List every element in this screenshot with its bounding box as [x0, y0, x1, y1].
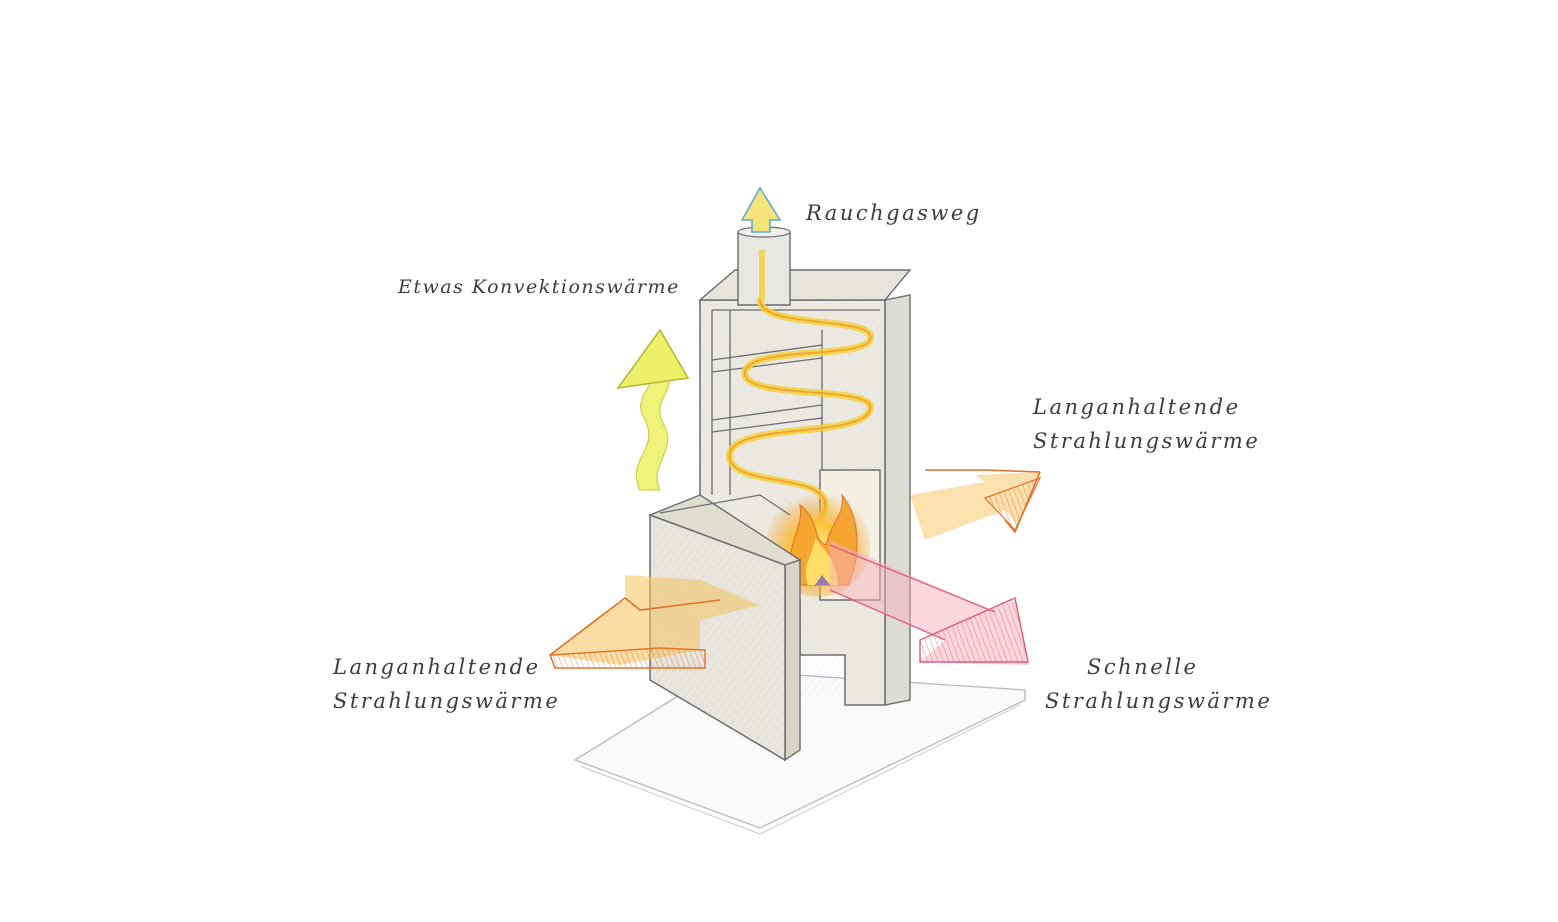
label-convection-text: Etwas Konvektionswärme	[398, 276, 680, 298]
front-stone-block	[648, 494, 802, 762]
label-radiant-left-line1: Langanhaltende	[333, 655, 541, 679]
flue-gas-path	[726, 250, 874, 524]
label-fast-radiant-line1: Schnelle	[1087, 655, 1199, 679]
label-radiant-right-line1: Langanhaltende	[1033, 395, 1241, 419]
flue-up-arrow	[740, 186, 782, 233]
label-fast-radiant: Schnelle Strahlungswärme	[1045, 650, 1272, 718]
label-radiant-left-line2: Strahlungswärme	[333, 689, 561, 713]
label-rauchgasweg-text: Rauchgasweg	[806, 201, 982, 225]
label-radiant-right: Langanhaltende Strahlungswärme	[1033, 390, 1260, 458]
label-radiant-right-line2: Strahlungswärme	[1033, 429, 1261, 453]
label-radiant-left: Langanhaltende Strahlungswärme	[333, 650, 560, 718]
radiant-heat-arrow	[910, 469, 1042, 540]
label-fast-radiant-line2: Strahlungswärme	[1045, 689, 1273, 713]
label-rauchgasweg: Rauchgasweg	[806, 196, 982, 230]
radiant-heat-arrow	[549, 575, 760, 669]
fast-radiant-arrow	[829, 540, 1029, 665]
label-convection: Etwas Konvektionswärme	[398, 270, 680, 304]
convection-arrow	[616, 328, 690, 491]
